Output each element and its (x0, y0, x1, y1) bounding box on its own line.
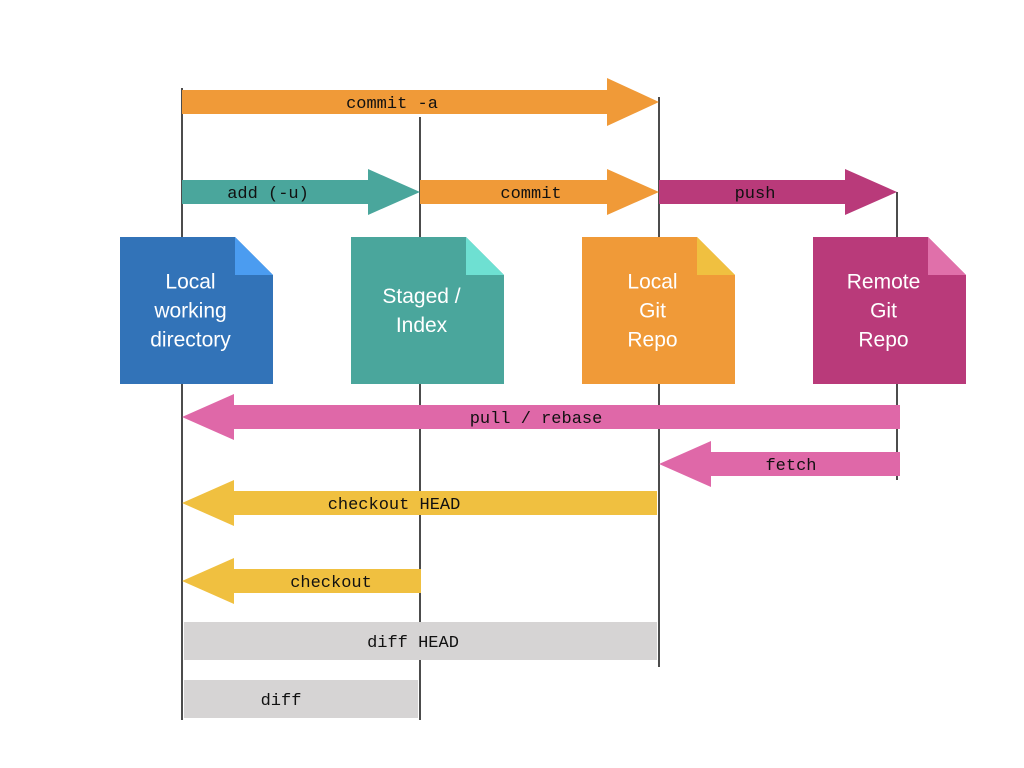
command-push: push (659, 169, 897, 215)
location-fold-repo (697, 237, 735, 275)
command-checkout-head: checkout HEAD (182, 480, 657, 526)
location-box-repo (582, 237, 735, 384)
command-label-commit-a: commit -a (346, 95, 438, 114)
location-staged: Staged / Index (351, 237, 504, 384)
command-label-checkout-head: checkout HEAD (328, 496, 461, 515)
location-label-repo-2: Repo (627, 329, 677, 352)
command-arrow-add (182, 169, 420, 215)
location-label-repo-1: Git (639, 300, 666, 323)
command-commit-a: commit -a (182, 78, 659, 126)
location-label-staged-0: Staged / (382, 285, 460, 308)
command-arrow-fetch (659, 441, 900, 487)
location-fold-staged (466, 237, 504, 275)
command-arrow-push (659, 169, 897, 215)
command-bar-diff-head (184, 622, 657, 660)
command-add: add (-u) (182, 169, 420, 215)
location-label-local-0: Local (165, 271, 215, 294)
location-box-local (120, 237, 273, 384)
command-label-commit: commit (500, 185, 561, 204)
command-arrow-checkout (182, 558, 421, 604)
location-label-remote-0: Remote (847, 271, 921, 294)
command-label-diff: diff (261, 692, 302, 711)
command-diff-head: diff HEAD (184, 622, 657, 660)
location-label-staged-1: Index (396, 314, 448, 337)
command-label-pull: pull / rebase (470, 410, 603, 429)
command-arrow-checkout-head (182, 480, 657, 526)
command-bar-diff (184, 680, 418, 718)
location-fold-local (235, 237, 273, 275)
location-label-local-1: working (153, 300, 226, 323)
location-label-local-2: directory (150, 329, 231, 352)
location-label-remote-2: Repo (858, 329, 908, 352)
location-box-remote (813, 237, 966, 384)
location-label-remote-1: Git (870, 300, 897, 323)
command-fetch: fetch (659, 441, 900, 487)
command-label-add: add (-u) (227, 185, 309, 204)
location-box-staged (351, 237, 504, 384)
command-commit: commit (420, 169, 659, 215)
command-label-diff-head: diff HEAD (367, 634, 459, 653)
location-fold-remote (928, 237, 966, 275)
command-arrow-commit-a (182, 78, 659, 126)
command-label-push: push (735, 185, 776, 204)
command-arrow-commit (420, 169, 659, 215)
command-diff: diff (184, 680, 418, 718)
command-arrow-pull (182, 394, 900, 440)
location-label-repo-0: Local (627, 271, 677, 294)
command-label-checkout: checkout (290, 574, 372, 593)
command-pull: pull / rebase (182, 394, 900, 440)
location-local: Local working directory (120, 237, 273, 384)
command-label-fetch: fetch (765, 457, 816, 476)
command-checkout: checkout (182, 558, 421, 604)
